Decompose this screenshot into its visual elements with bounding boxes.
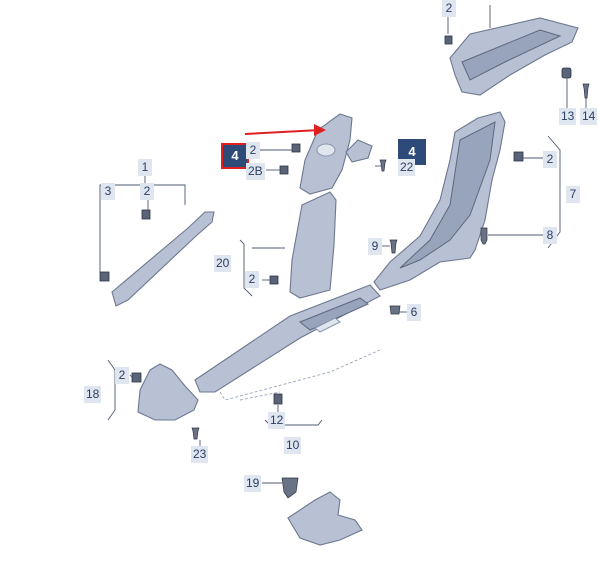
clip-3 — [99, 271, 110, 282]
a-pillar-trim[interactable] — [111, 211, 215, 307]
clip-top — [444, 35, 453, 45]
callout-2-pillar[interactable]: 2 — [246, 142, 260, 159]
callout-9[interactable]: 9 — [368, 238, 382, 255]
callout-22[interactable]: 22 — [398, 159, 416, 176]
push-pin-8 — [480, 227, 488, 245]
callout-2-low[interactable]: 2 — [115, 367, 129, 384]
callout-13[interactable]: 13 — [559, 108, 577, 125]
footrest-cover[interactable] — [287, 491, 363, 546]
callout-12[interactable]: 12 — [268, 412, 286, 429]
callout-2[interactable]: 2 — [442, 0, 456, 17]
belt-guide-bracket[interactable] — [345, 139, 373, 163]
clip-19 — [281, 477, 299, 499]
clip-a-pillar — [141, 209, 151, 220]
callout-3[interactable]: 3 — [101, 183, 115, 200]
callout-6[interactable]: 6 — [407, 304, 421, 321]
callout-14[interactable]: 14 — [580, 108, 598, 125]
b-pillar-upper-trim[interactable] — [299, 113, 353, 195]
callout-1[interactable]: 1 — [138, 159, 152, 176]
screw-23 — [191, 427, 200, 440]
clip-7 — [513, 151, 524, 162]
clip-13 — [561, 67, 572, 79]
screw-22 — [379, 159, 387, 172]
clip-pillar-b — [279, 165, 289, 175]
callout-20[interactable]: 20 — [214, 255, 232, 272]
callout-2-left[interactable]: 2 — [140, 183, 154, 200]
c-pillar-trim[interactable] — [373, 111, 506, 291]
door-sill-trim[interactable] — [194, 284, 381, 393]
callout-4-highlighted[interactable]: 4 — [221, 143, 249, 169]
screw-9 — [389, 239, 398, 254]
b-pillar-lower-trim[interactable] — [289, 191, 337, 299]
callout-7[interactable]: 7 — [566, 186, 580, 203]
clip-pillar-a — [291, 143, 301, 153]
callout-2-right[interactable]: 2 — [543, 151, 557, 168]
callout-10[interactable]: 10 — [284, 437, 302, 454]
clip-12 — [273, 393, 283, 405]
callout-18[interactable]: 18 — [84, 386, 102, 403]
callout-8[interactable]: 8 — [543, 227, 557, 244]
rear-upper-trim-panel[interactable] — [449, 17, 579, 96]
screw-14 — [582, 83, 590, 99]
clip-6 — [389, 305, 401, 315]
callout-23[interactable]: 23 — [191, 446, 209, 463]
callout-19[interactable]: 19 — [244, 475, 262, 492]
callout-2b[interactable]: 2B — [246, 163, 265, 180]
kick-panel-trim[interactable] — [137, 363, 199, 421]
clip-18 — [131, 372, 142, 383]
callout-2-mid[interactable]: 2 — [245, 271, 259, 288]
clip-pillar-c — [269, 275, 279, 285]
